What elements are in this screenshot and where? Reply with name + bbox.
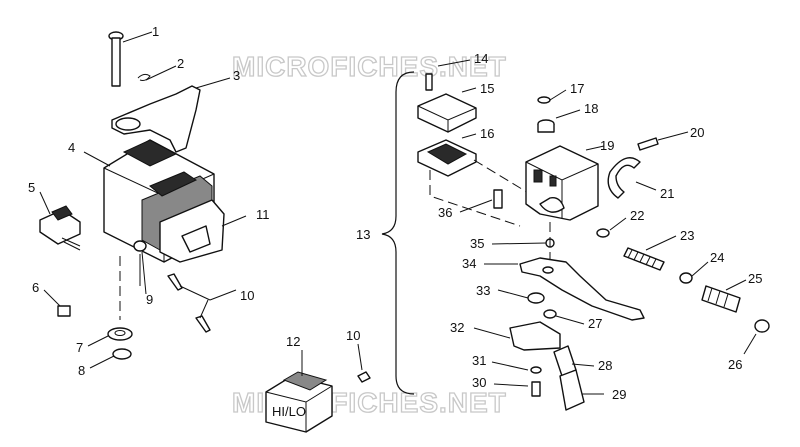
callout-21: 21 (660, 186, 674, 201)
callout-8: 8 (78, 363, 85, 378)
callout-34: 34 (462, 256, 476, 271)
part-washer-22 (596, 228, 610, 238)
callout-10b: 10 (346, 328, 360, 343)
callout-26: 26 (728, 357, 742, 372)
callout-23: 23 (680, 228, 694, 243)
part-spring (623, 247, 665, 271)
part-screw-10a (167, 273, 183, 291)
callout-29: 29 (612, 387, 626, 402)
callout-6: 6 (32, 280, 39, 295)
watermark-top: MICROFICHES.NET (232, 51, 507, 82)
callout-10: 10 (240, 288, 254, 303)
callout-13: 13 (356, 227, 370, 242)
callout-16: 16 (480, 126, 494, 141)
callout-19: 19 (600, 138, 614, 153)
part-screw-10b (195, 315, 211, 333)
part-clamp (607, 157, 641, 199)
callout-17: 17 (570, 81, 584, 96)
callout-32: 32 (450, 320, 464, 335)
part-clip (137, 73, 151, 81)
callout-22: 22 (630, 208, 644, 223)
part-brake-lever (519, 257, 645, 321)
callout-35: 35 (470, 236, 484, 251)
leader-lines (39, 31, 757, 395)
callout-12: 12 (286, 334, 300, 349)
callout-2: 2 (177, 56, 184, 71)
part-master-cylinder (525, 145, 599, 221)
part-switch-knob (39, 205, 81, 251)
part-screw-6 (57, 305, 71, 317)
part-bushing (527, 292, 545, 304)
callout-33: 33 (476, 283, 490, 298)
assembly-brace (381, 71, 415, 395)
part-throttle-lever (111, 85, 201, 153)
callout-3: 3 (233, 68, 240, 83)
callout-11: 11 (256, 207, 270, 222)
part-washer-31 (530, 366, 542, 374)
part-washer (107, 327, 133, 341)
part-plate (159, 199, 225, 263)
part-piston (701, 285, 741, 313)
part-oring-26 (754, 319, 770, 333)
part-seal-24 (679, 272, 693, 284)
callout-18: 18 (584, 101, 598, 116)
callout-1: 1 (152, 24, 159, 39)
part-screw-30 (531, 381, 541, 397)
part-oring-17 (537, 96, 551, 104)
part-bolt-36 (493, 189, 503, 209)
callout-27: 27 (588, 316, 602, 331)
callout-7: 7 (76, 340, 83, 355)
part-hi-lo-switch: HI/LO (265, 371, 333, 433)
callout-25: 25 (748, 271, 762, 286)
callout-31: 31 (472, 353, 486, 368)
callout-9: 9 (146, 292, 153, 307)
callout-36: 36 (438, 205, 452, 220)
part-plug (537, 119, 555, 133)
part-pin (108, 31, 124, 87)
callout-5: 5 (28, 180, 35, 195)
part-screw-20 (637, 137, 659, 151)
switch-face-label: HI/LO (272, 404, 306, 419)
left-assembly (39, 31, 225, 360)
part-switch-cover (559, 369, 585, 411)
part-bracket (509, 321, 561, 351)
part-screw-10c (357, 371, 371, 383)
callout-labels: 1 2 3 4 5 6 7 8 9 10 11 12 10 13 14 15 1… (28, 24, 762, 402)
part-screw-14 (425, 73, 433, 91)
callout-20: 20 (690, 125, 704, 140)
right-assembly (381, 71, 770, 411)
part-cover (417, 93, 477, 133)
part-gasket (417, 139, 477, 177)
callout-24: 24 (710, 250, 724, 265)
callout-28: 28 (598, 358, 612, 373)
callout-15: 15 (480, 81, 494, 96)
callout-4: 4 (68, 140, 75, 155)
part-ring (112, 348, 132, 360)
callout-14: 14 (474, 51, 488, 66)
part-nut-27 (543, 309, 557, 319)
callout-30: 30 (472, 375, 486, 390)
part-nut-9 (133, 240, 147, 252)
